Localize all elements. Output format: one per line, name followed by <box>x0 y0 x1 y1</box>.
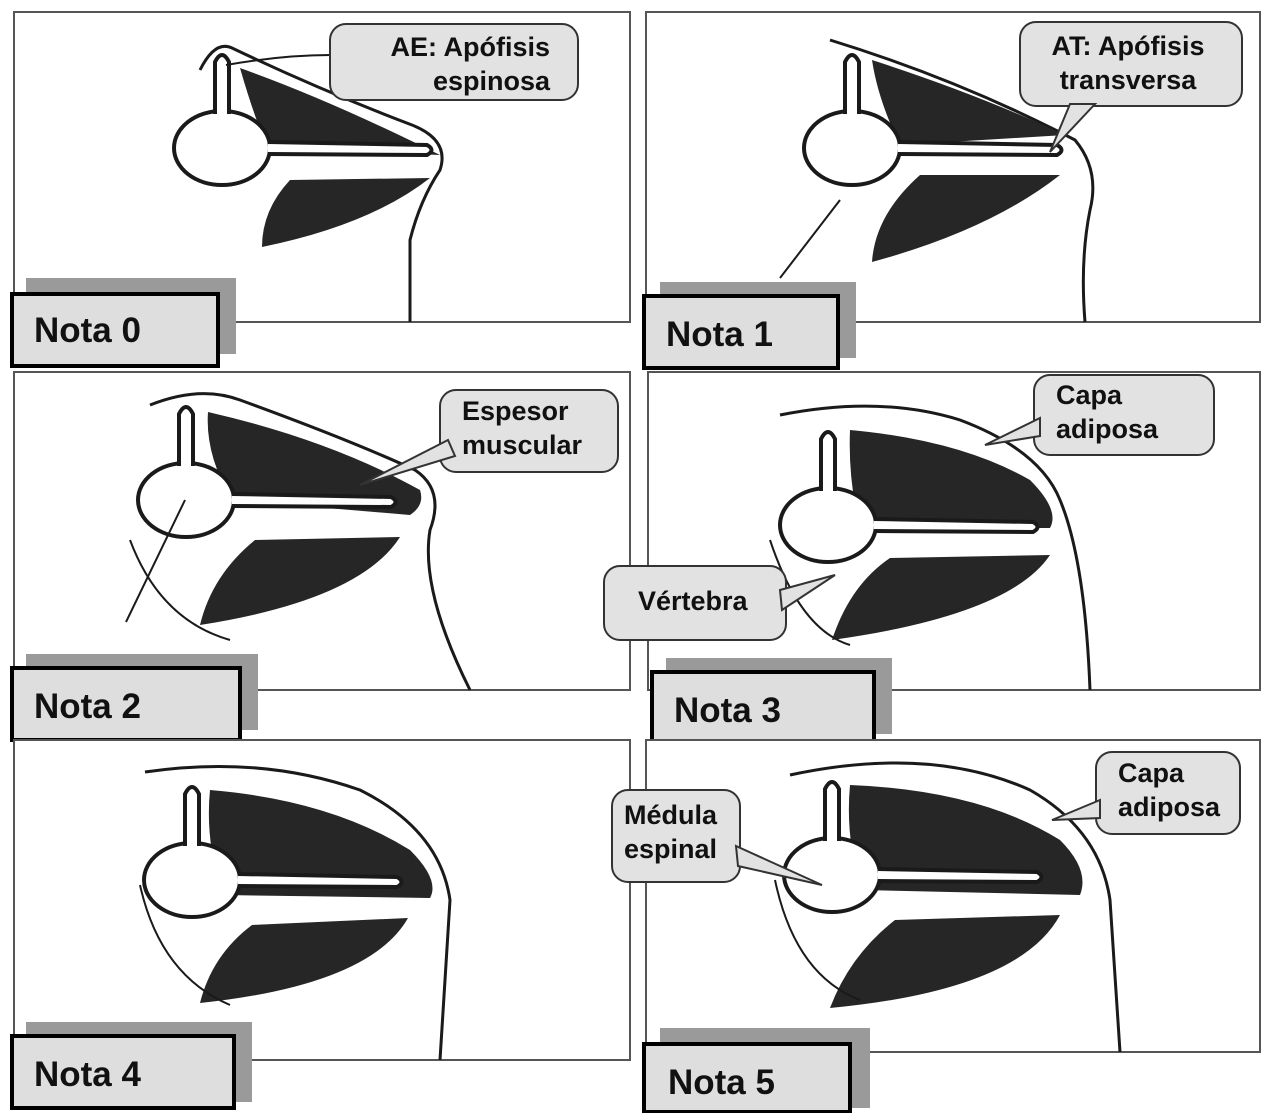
nota-label: Nota 1 <box>644 282 856 368</box>
nota-label: Nota 4 <box>12 1022 252 1108</box>
callout-line: Vértebra <box>638 586 749 616</box>
nota-label: Nota 5 <box>644 1028 870 1112</box>
nota-title: Nota 3 <box>674 691 781 730</box>
panel-nota-3: Capa adiposa Vértebra Nota 3 <box>604 372 1260 744</box>
callout-line: Espesor <box>462 396 569 426</box>
nota-label: Nota 2 <box>12 654 258 740</box>
callout-line: AT: Apófisis <box>1052 31 1205 61</box>
panel-nota-1: AT: Apófisis transversa Nota 1 <box>644 12 1260 368</box>
panel-nota-4: Nota 4 <box>12 740 630 1108</box>
callout-line: Capa <box>1056 380 1123 410</box>
callout-line: espinosa <box>433 66 551 96</box>
nota-label: Nota 3 <box>652 658 892 744</box>
callout-line: espinal <box>624 834 717 864</box>
nota-title: Nota 4 <box>34 1055 142 1094</box>
callout-line: muscular <box>462 430 583 460</box>
nota-title: Nota 1 <box>666 315 773 354</box>
panel-nota-5: Médula espinal Capa adiposa Nota 5 <box>612 740 1260 1112</box>
callout-line: adiposa <box>1056 414 1159 444</box>
panel-frame <box>14 740 630 1060</box>
callout-line: adiposa <box>1118 792 1221 822</box>
callout-ae: AE: Apófisis espinosa <box>330 24 578 100</box>
panel-nota-2: Espesor muscular Nota 2 <box>12 372 630 740</box>
callout-line: Capa <box>1118 758 1185 788</box>
nota-title: Nota 5 <box>668 1063 775 1102</box>
nota-title: Nota 2 <box>34 687 141 726</box>
nota-title: Nota 0 <box>34 311 141 350</box>
nota-label: Nota 0 <box>12 278 236 366</box>
callout-line: Médula <box>624 800 718 830</box>
callout-line: AE: Apófisis <box>390 32 550 62</box>
callout-line: transversa <box>1060 65 1198 95</box>
panel-nota-0: AE: Apófisis espinosa Nota 0 <box>12 12 630 366</box>
